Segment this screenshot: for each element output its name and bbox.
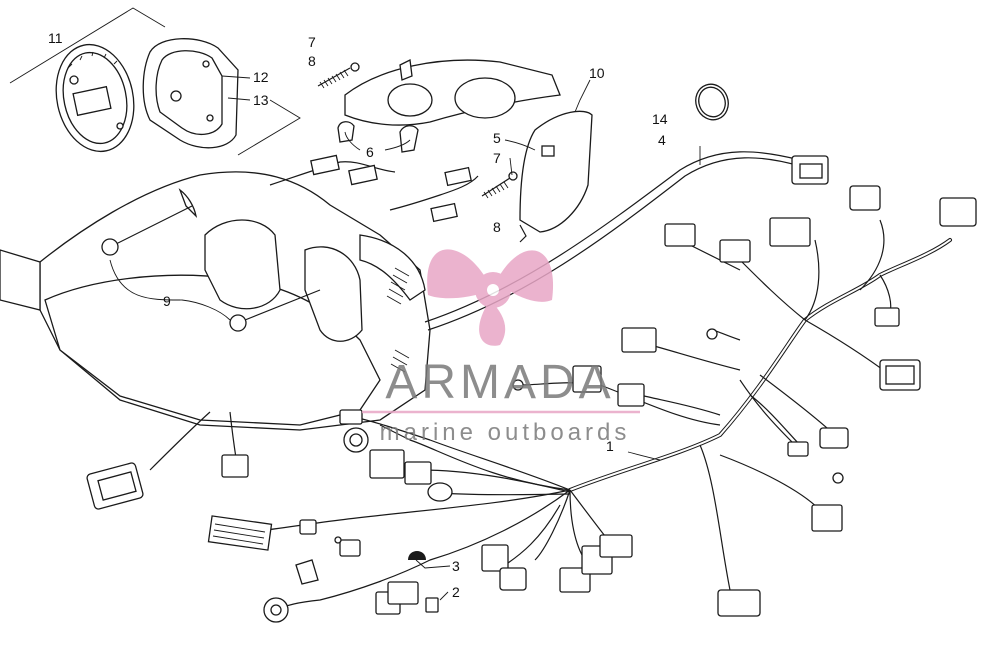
callout-12: 12 [253, 69, 269, 85]
callout-3: 3 [452, 558, 460, 574]
speedometer-gauge [55, 43, 135, 153]
connectors [86, 185, 977, 623]
spring-upper [317, 62, 360, 89]
callout-labels: 1 2 3 4 5 6 7 7 8 8 9 10 11 12 13 14 [48, 30, 668, 600]
instrument-cluster-group [9, 7, 301, 156]
watermark-brand: ARMADA [385, 356, 614, 409]
watermark: ARMADA marine outboards [362, 249, 640, 446]
callout-2: 2 [452, 584, 460, 600]
callout-leaders [180, 79, 701, 601]
main-wiring-harness [149, 219, 952, 611]
dashboard-console [0, 171, 431, 431]
callout-8-lower: 8 [493, 219, 501, 235]
spring-lower [481, 171, 527, 243]
callout-6: 6 [366, 144, 374, 160]
callout-13: 13 [253, 92, 269, 108]
callout-7-lower: 7 [493, 150, 501, 166]
callout-8-upper: 8 [308, 53, 316, 69]
callout-14: 14 [652, 111, 668, 127]
callout-1: 1 [606, 438, 614, 454]
callout-11: 11 [48, 30, 63, 46]
callout-10: 10 [589, 65, 605, 81]
retaining-ring [695, 83, 729, 121]
callout-7-upper: 7 [308, 34, 316, 50]
small-harness-upper [269, 154, 479, 223]
callout-4: 4 [658, 132, 666, 148]
watermark-tagline: marine outboards [380, 419, 631, 446]
elbow-fittings [337, 121, 419, 153]
upper-shroud [344, 59, 561, 126]
callout-5: 5 [493, 130, 501, 146]
gauge-housing [142, 38, 239, 149]
propeller-logo [427, 249, 554, 346]
side-cover [519, 110, 593, 233]
callout-9: 9 [163, 293, 171, 309]
